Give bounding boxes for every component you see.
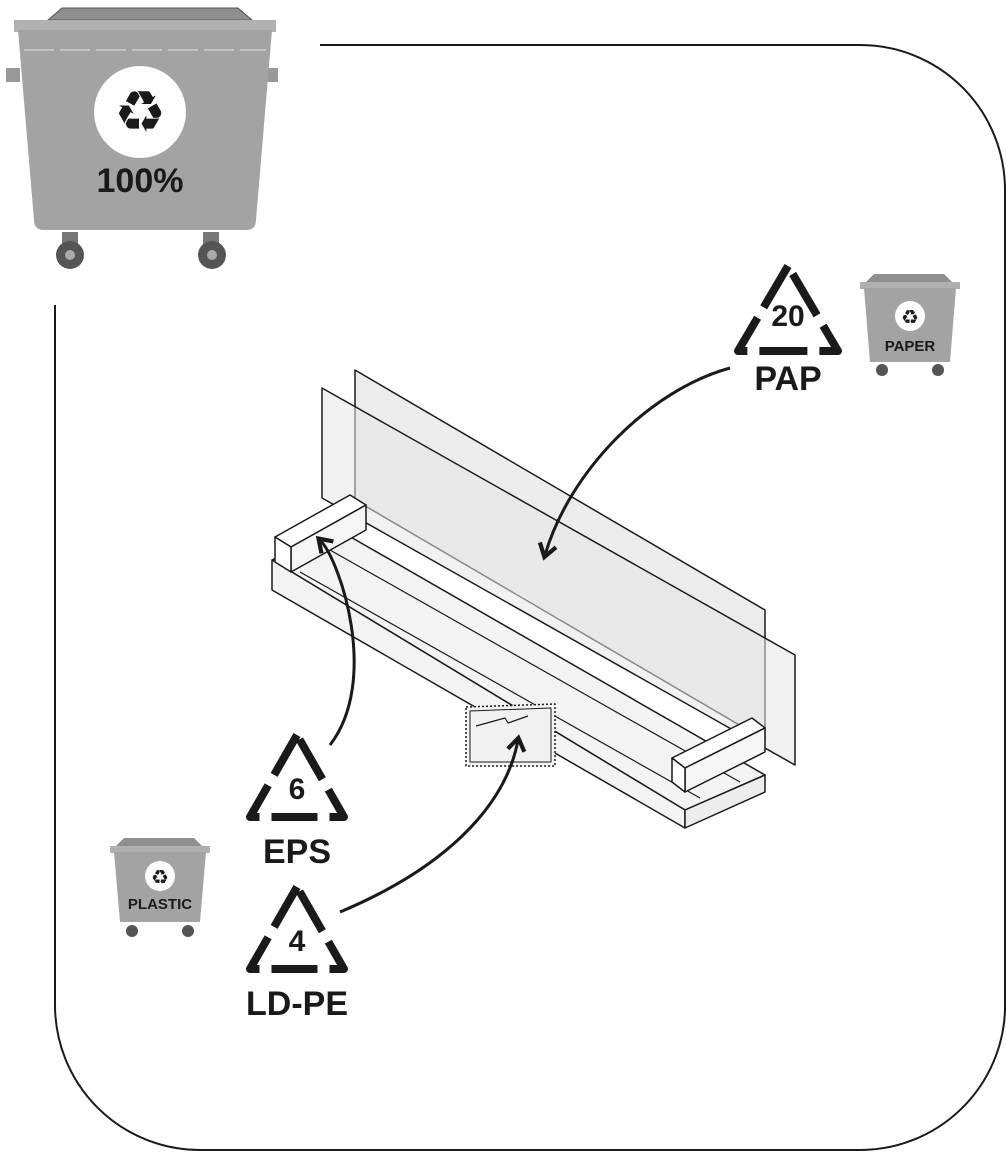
recycling-code-eps: 6 EPS	[246, 731, 348, 871]
frame-border	[54, 44, 1006, 1151]
recycle-icon	[94, 66, 186, 158]
main-recycling-bin: ♻ 100%	[6, 7, 278, 269]
ldpe-code-label: LD-PE	[246, 985, 348, 1023]
paper-bin-label: PAPER	[885, 338, 936, 355]
svg-text:♻: ♻	[151, 865, 169, 889]
recycling-code-pap: 20 PAP	[734, 262, 842, 398]
eps-code-number: 6	[289, 773, 306, 806]
cardboard-front-panel	[321, 387, 796, 766]
ldpe-code-number: 4	[289, 925, 306, 958]
pap-code-number: 20	[771, 300, 804, 333]
recycle-triangle-icon	[734, 262, 842, 355]
arrow-pap-to-panel	[537, 366, 731, 561]
arrow-ldpe-to-bag	[339, 734, 527, 914]
recycling-code-ldpe: 4 LD-PE	[246, 883, 348, 1023]
arrow-eps-to-foam	[315, 535, 356, 746]
eps-code-label: EPS	[263, 833, 331, 871]
plastic-bin: ♻ PLASTIC	[110, 838, 210, 937]
recycle-icon	[145, 861, 175, 891]
packaging-illustration	[271, 369, 796, 829]
pap-code-label: PAP	[754, 360, 821, 398]
recycle-triangle-icon	[246, 883, 348, 973]
svg-text:♻: ♻	[901, 305, 919, 329]
main-bin-percent: 100%	[97, 162, 184, 200]
recycle-icon	[895, 301, 925, 331]
recycle-triangle-icon	[246, 731, 348, 821]
ldpe-plastic-bag	[465, 703, 556, 767]
plastic-bin-label: PLASTIC	[128, 896, 192, 913]
eps-foam-block-right	[671, 717, 766, 793]
svg-text:♻: ♻	[114, 78, 166, 146]
paper-bin: ♻ PAPER	[860, 274, 960, 376]
